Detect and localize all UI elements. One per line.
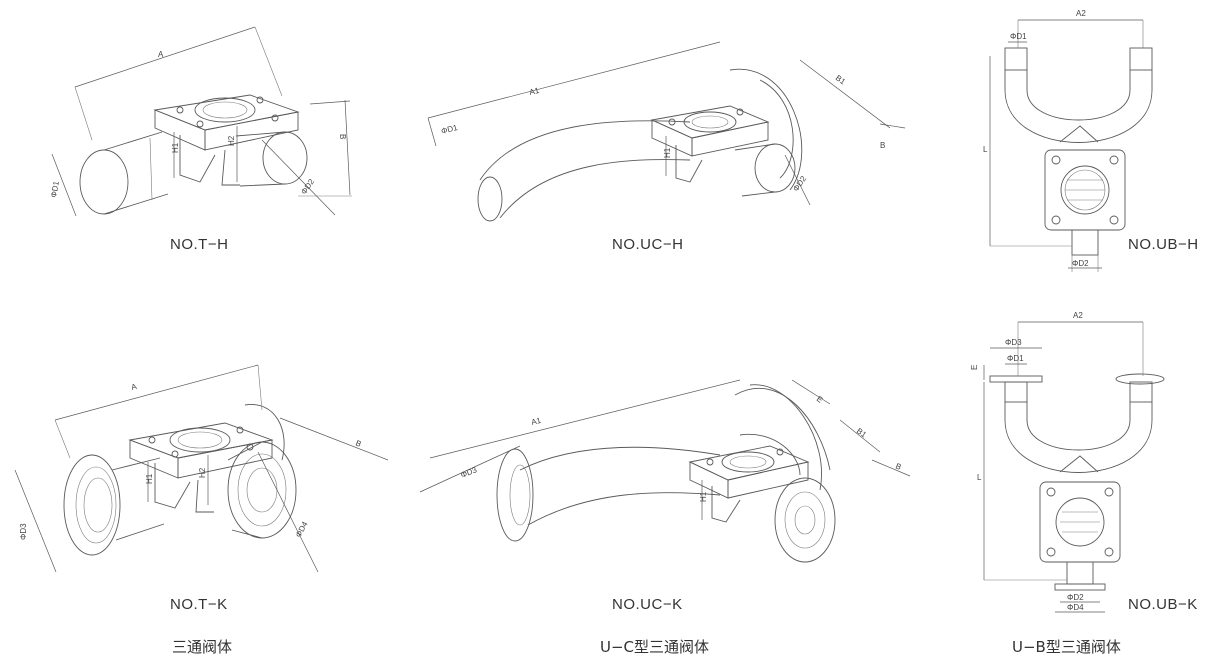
dim-label-a2: A2 bbox=[1076, 9, 1086, 18]
drawing-t-h: A B H1 H2 ΦD2 ΦD1 bbox=[49, 26, 352, 217]
dim-label-b1: B1 bbox=[855, 426, 869, 439]
dim-label-h1: H1 bbox=[145, 473, 154, 484]
dim-label-e: E bbox=[815, 394, 825, 404]
caption-t-k: NO.T−K bbox=[170, 596, 228, 613]
caption-uc-k: NO.UC−K bbox=[612, 596, 683, 613]
drawing-uc-k: A1 ΦD3 E B1 B H1 bbox=[419, 379, 911, 563]
dim-label-d4: ΦD4 bbox=[294, 520, 310, 539]
dim-label-h1: H1 bbox=[663, 147, 672, 158]
dim-label-h2: H2 bbox=[227, 135, 236, 146]
dim-label-e: E bbox=[970, 365, 979, 370]
dim-label-d4: ΦD4 bbox=[1067, 603, 1084, 612]
dim-label-b: B bbox=[880, 141, 885, 150]
title-ub-tee-valve-body: U−B型三通阀体 bbox=[1012, 638, 1121, 656]
caption-ub-k: NO.UB−K bbox=[1128, 596, 1198, 613]
dim-label-b: B bbox=[338, 134, 347, 139]
dim-label-d1: ΦD1 bbox=[49, 180, 61, 198]
caption-t-h: NO.T−H bbox=[170, 236, 229, 253]
dim-label-d2: ΦD2 bbox=[1072, 259, 1089, 268]
drawing-ub-k: A2 ΦD3 ΦD1 E L ΦD2 ΦD4 bbox=[970, 311, 1165, 613]
drawing-t-k: A B ΦD3 ΦD4 H1 H2 bbox=[14, 364, 389, 573]
dim-label-b1: B1 bbox=[834, 73, 848, 86]
dim-label-h1: H1 bbox=[171, 142, 180, 153]
dim-label-a2: A2 bbox=[1073, 311, 1083, 320]
dim-label-a: A bbox=[158, 50, 164, 59]
dim-label-d1: ΦD1 bbox=[1007, 354, 1024, 363]
dim-label-d1: ΦD1 bbox=[440, 123, 459, 136]
title-uc-tee-valve-body: U−C型三通阀体 bbox=[600, 638, 710, 656]
dim-label-d3: ΦD3 bbox=[459, 465, 478, 480]
dim-label-d2: ΦD2 bbox=[1067, 593, 1084, 602]
dim-label-d3: ΦD3 bbox=[1005, 338, 1022, 347]
dim-label-a1: A1 bbox=[530, 416, 542, 427]
dim-label-b: B bbox=[894, 462, 902, 472]
dim-label-a: A bbox=[130, 382, 138, 392]
dim-label-l: L bbox=[983, 145, 988, 154]
drawing-uc-h: A1 B1 B ΦD1 H1 ΦD2 bbox=[427, 41, 906, 222]
dim-label-h1: H1 bbox=[699, 491, 708, 502]
caption-uc-h: NO.UC−H bbox=[612, 236, 684, 253]
dim-label-a1: A1 bbox=[528, 86, 540, 97]
dim-label-d3: ΦD3 bbox=[19, 523, 28, 540]
dim-label-d1: ΦD1 bbox=[1010, 32, 1027, 41]
caption-ub-h: NO.UB−H bbox=[1128, 236, 1199, 253]
title-tee-valve-body: 三通阀体 bbox=[172, 638, 233, 656]
dim-label-h2: H2 bbox=[198, 467, 207, 478]
dim-label-b: B bbox=[354, 439, 362, 449]
dim-label-l: L bbox=[977, 473, 982, 482]
drawing-ub-h: A2 ΦD1 L ΦD2 bbox=[983, 9, 1153, 272]
